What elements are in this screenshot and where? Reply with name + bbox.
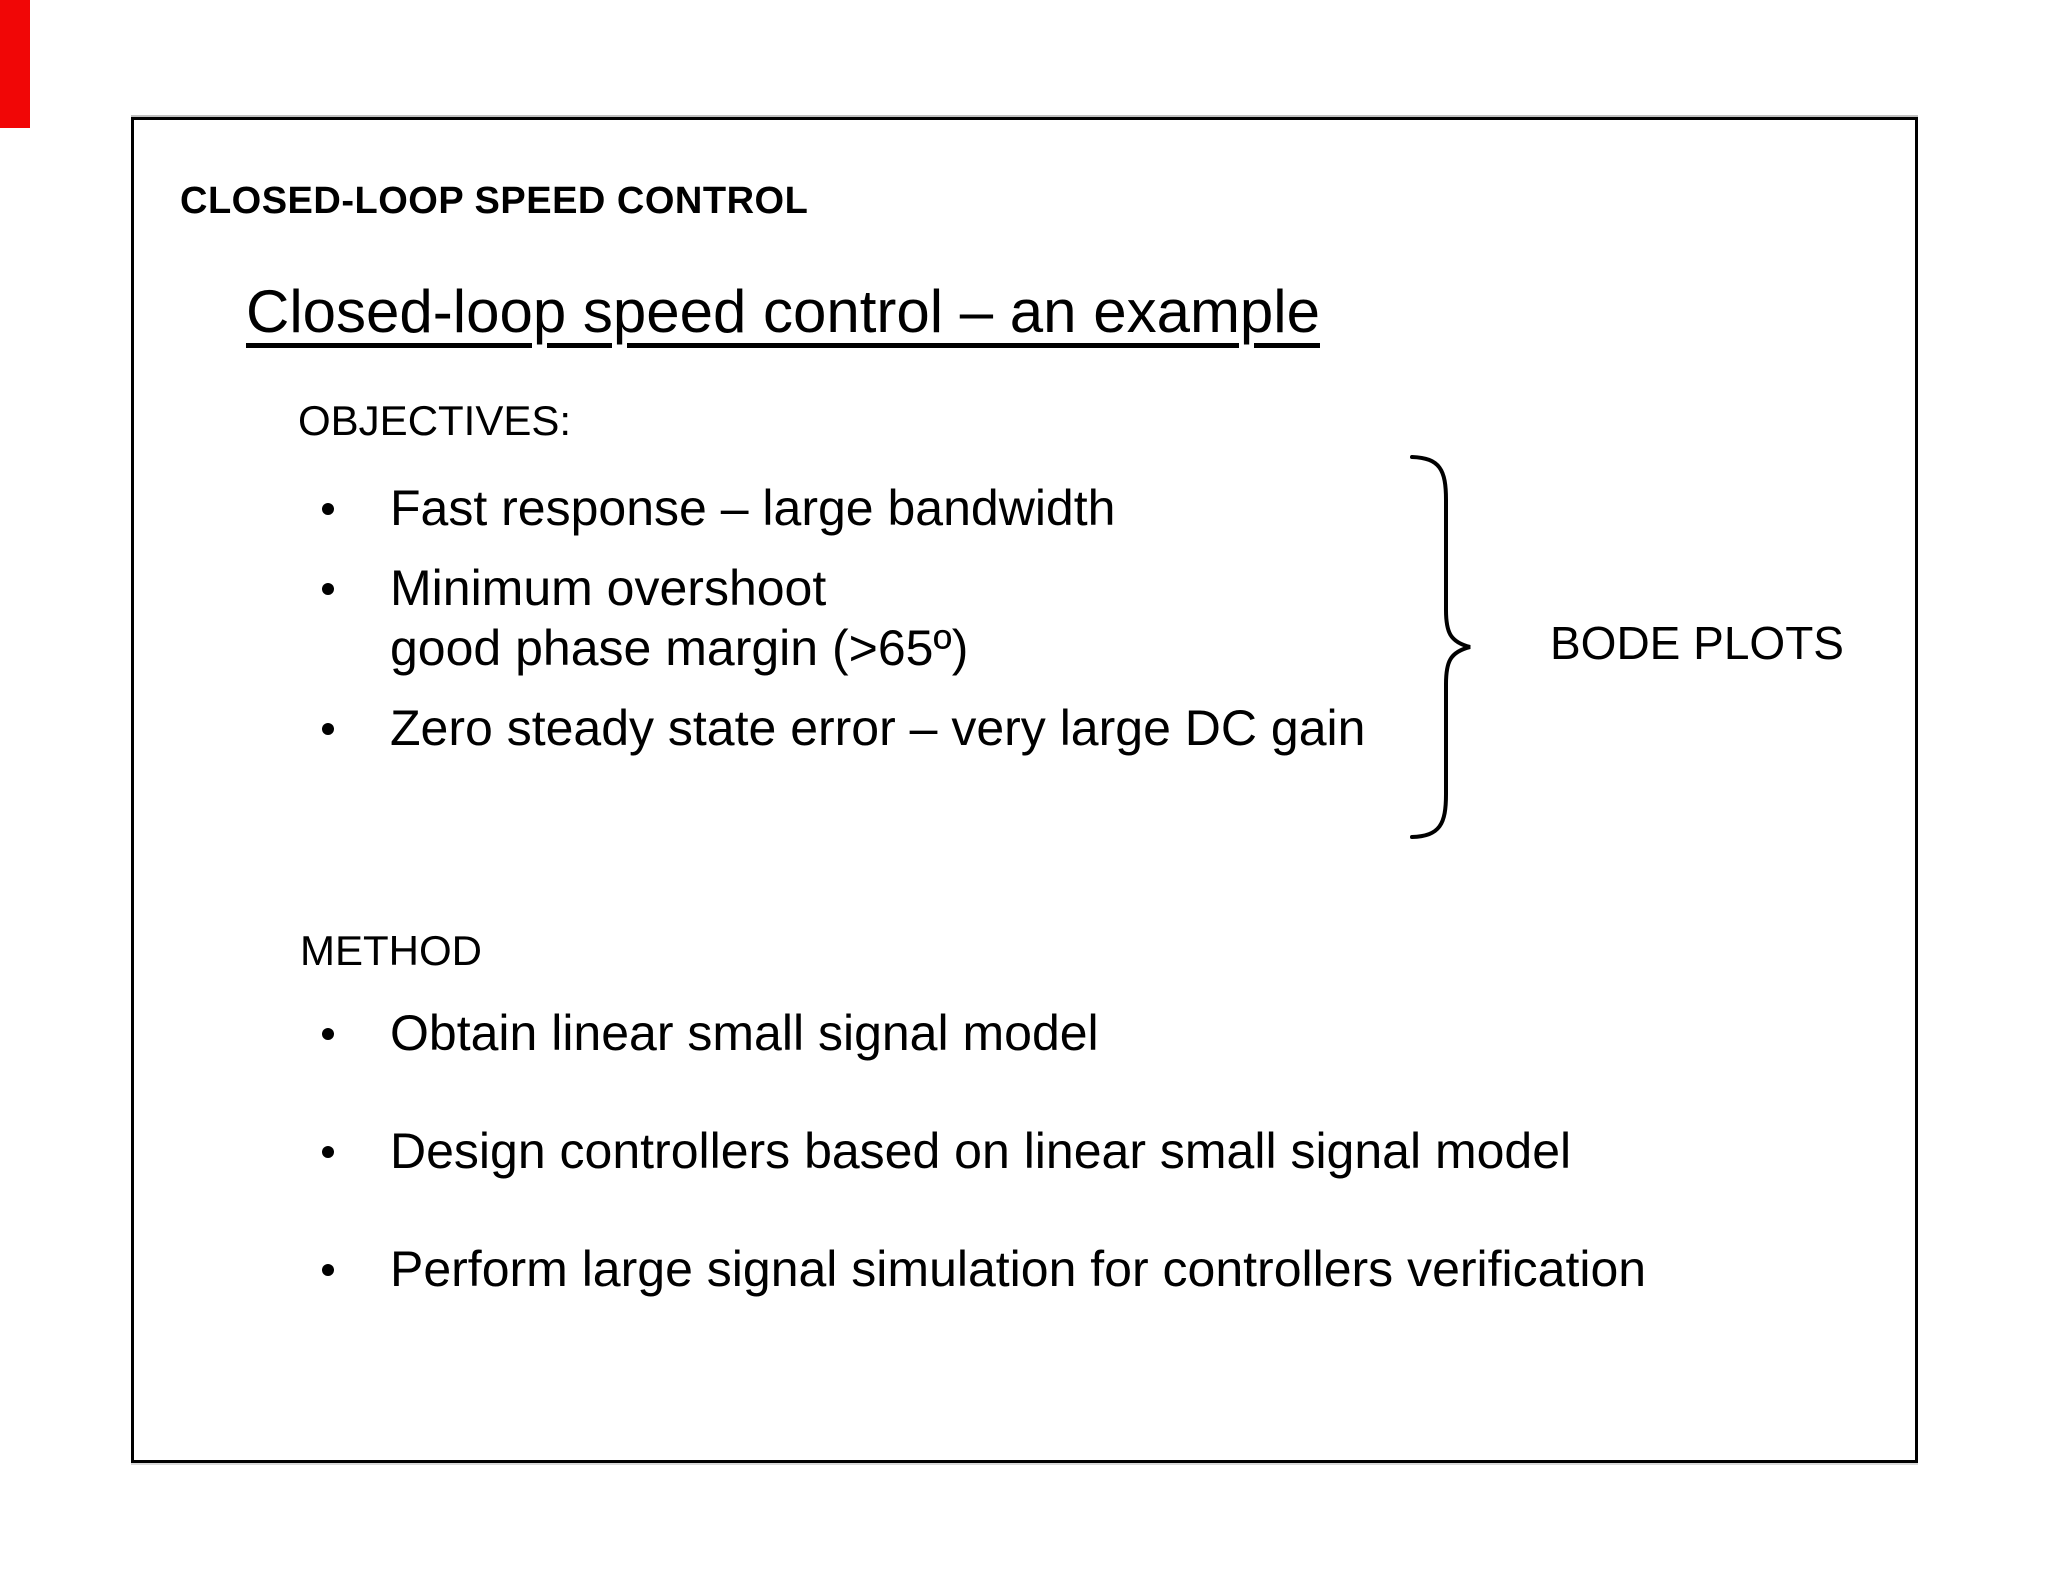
objective-text: Minimum overshoot good phase margin (>65… xyxy=(390,558,1365,678)
method-label: METHOD xyxy=(300,927,482,974)
bullet-icon xyxy=(322,503,334,515)
method-text: Design controllers based on linear small… xyxy=(390,1121,1646,1181)
objectives-list: Fast response – large bandwidth Minimum … xyxy=(322,478,1365,778)
method-line: Obtain linear small signal model xyxy=(390,1005,1099,1061)
slide-header: CLOSED-LOOP SPEED CONTROL xyxy=(180,180,809,222)
method-item: Obtain linear small signal model xyxy=(322,1003,1646,1063)
objective-line: good phase margin (>65º) xyxy=(390,620,969,676)
method-item: Design controllers based on linear small… xyxy=(322,1121,1646,1181)
objective-text: Fast response – large bandwidth xyxy=(390,478,1365,538)
objective-item: Zero steady state error – very large DC … xyxy=(322,698,1365,758)
bullet-icon xyxy=(322,583,334,595)
objective-item: Minimum overshoot good phase margin (>65… xyxy=(322,558,1365,678)
brace-icon xyxy=(1410,455,1471,839)
method-line: Perform large signal simulation for cont… xyxy=(390,1241,1647,1297)
objective-line: Zero steady state error – very large DC … xyxy=(390,700,1366,756)
method-line: Design controllers based on linear small… xyxy=(390,1123,1572,1179)
slide-title: Closed-loop speed control – an example xyxy=(246,278,1320,345)
objective-line: Fast response – large bandwidth xyxy=(390,480,1116,536)
objective-item: Fast response – large bandwidth xyxy=(322,478,1365,538)
bullet-icon xyxy=(322,1146,334,1158)
objectives-label: OBJECTIVES: xyxy=(298,397,572,444)
method-list: Obtain linear small signal model Design … xyxy=(322,1003,1646,1357)
slide-frame: CLOSED-LOOP SPEED CONTROL Closed-loop sp… xyxy=(131,117,1918,1463)
bode-plots-annotation: BODE PLOTS xyxy=(1550,617,1844,669)
method-text: Obtain linear small signal model xyxy=(390,1003,1646,1063)
bullet-icon xyxy=(322,1264,334,1276)
objective-text: Zero steady state error – very large DC … xyxy=(390,698,1365,758)
red-accent-bar xyxy=(0,0,30,128)
objective-line: Minimum overshoot xyxy=(390,560,827,616)
bullet-icon xyxy=(322,1028,334,1040)
method-item: Perform large signal simulation for cont… xyxy=(322,1239,1646,1299)
method-text: Perform large signal simulation for cont… xyxy=(390,1239,1646,1299)
bullet-icon xyxy=(322,723,334,735)
